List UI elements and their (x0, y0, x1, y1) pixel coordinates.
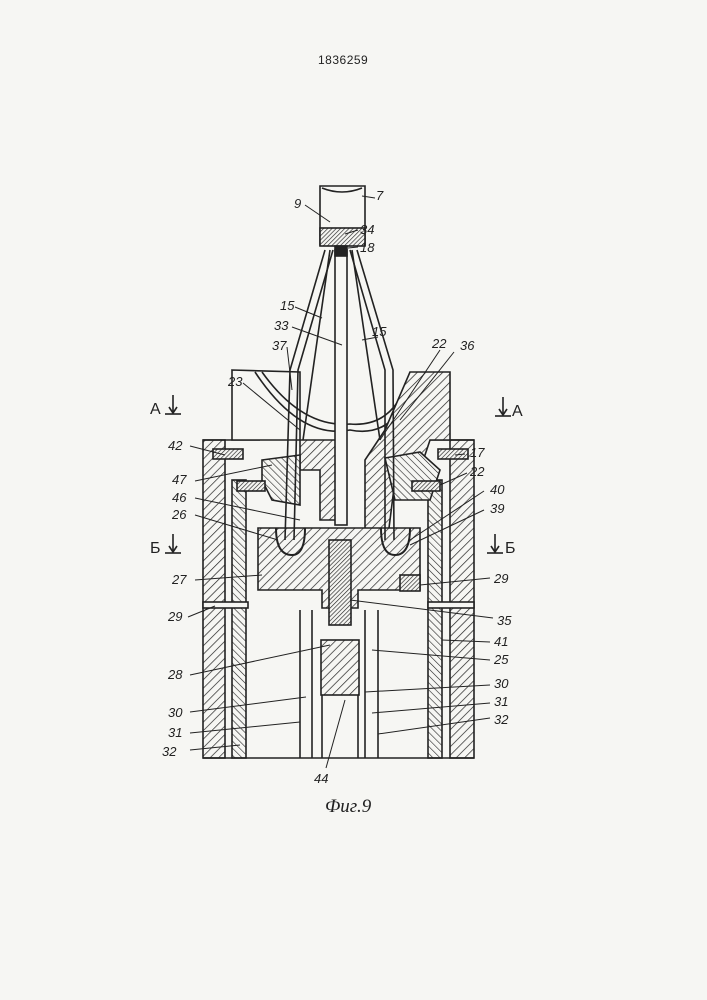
callout-37: 37 (272, 338, 287, 353)
callout-46: 46 (172, 490, 187, 505)
callout-22-right: 22 (469, 464, 485, 479)
callout-40: 40 (490, 482, 505, 497)
callout-31-left: 31 (168, 725, 182, 740)
callout-30-left: 30 (168, 705, 183, 720)
section-a-right: A (512, 403, 523, 420)
callout-36: 36 (460, 338, 475, 353)
callout-34: 34 (360, 222, 374, 237)
callout-17: 17 (470, 445, 485, 460)
callout-47: 47 (172, 472, 187, 487)
callout-29-left: 29 (167, 609, 182, 624)
callout-42: 42 (168, 438, 183, 453)
callout-28: 28 (167, 667, 183, 682)
callout-31-right: 31 (494, 694, 508, 709)
callout-32-left: 32 (162, 744, 177, 759)
callout-44: 44 (314, 771, 328, 786)
callout-35: 35 (497, 613, 512, 628)
callout-32-right: 32 (494, 712, 509, 727)
figure-caption: Фиг.9 (325, 796, 371, 818)
callout-39: 39 (490, 501, 504, 516)
top-tube (320, 186, 365, 256)
section-a-left: A (150, 401, 161, 418)
callout-15-right: 15 (372, 324, 387, 339)
callout-22-top: 22 (431, 336, 447, 351)
section-b-left: Б (150, 540, 161, 557)
callout-7: 7 (376, 188, 384, 203)
callout-18: 18 (360, 240, 375, 255)
callout-26: 26 (171, 507, 187, 522)
callout-15-left: 15 (280, 298, 295, 313)
callout-29-right: 29 (493, 571, 508, 586)
callout-27: 27 (171, 572, 187, 587)
callout-41: 41 (494, 634, 508, 649)
callout-25: 25 (493, 652, 509, 667)
callout-9: 9 (294, 196, 301, 211)
callout-30-right: 30 (494, 676, 509, 691)
callout-23: 23 (227, 374, 243, 389)
callout-33: 33 (274, 318, 289, 333)
section-b-right: Б (505, 540, 516, 557)
